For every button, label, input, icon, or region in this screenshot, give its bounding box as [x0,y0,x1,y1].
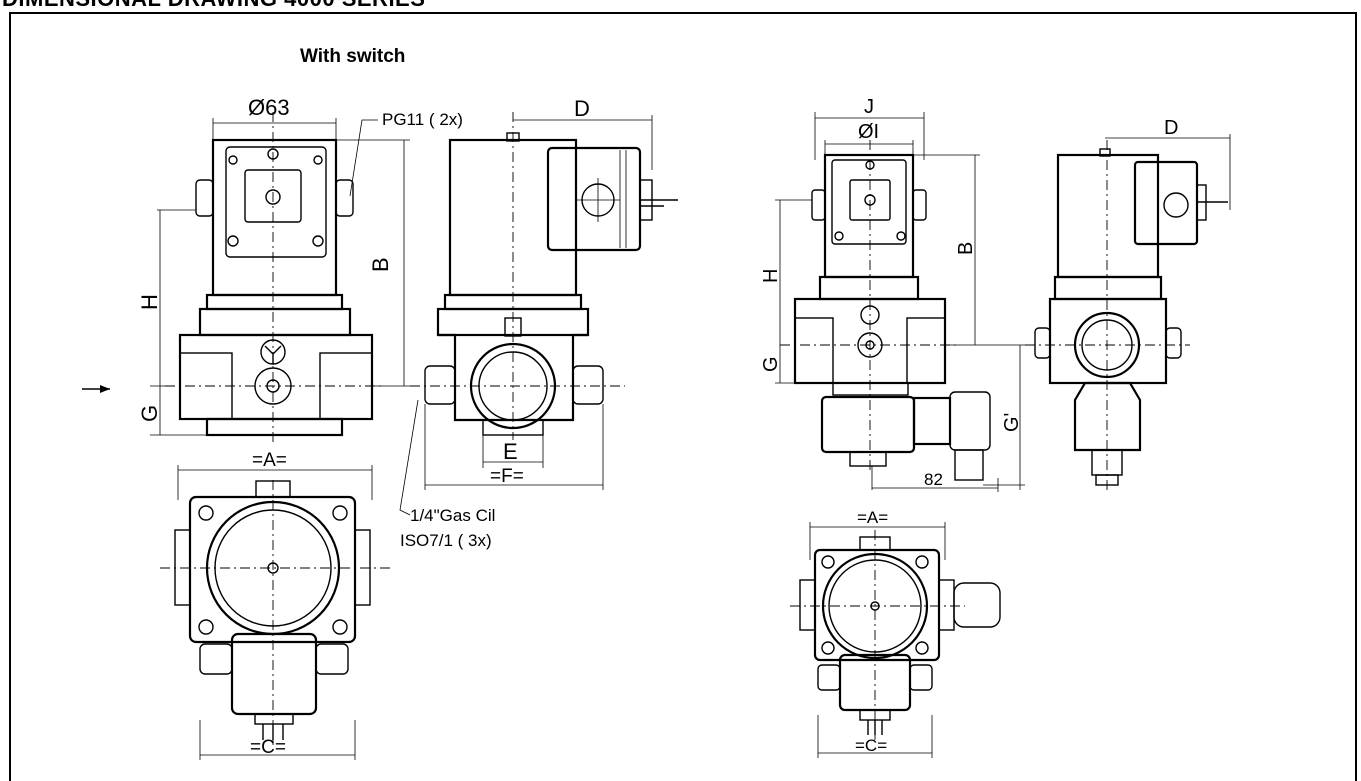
page-title: DIMENSIONAL DRAWING 4000 SERIES [2,0,425,12]
dim-82-label: 82 [924,470,943,489]
left-front-view [82,112,410,442]
h-dim-label-left: H [137,294,162,310]
g-dim-label-right: G [760,356,782,372]
left-top-view [160,465,390,760]
pg11-label: PG11 ( 2x) [382,110,463,129]
d-dim-label-left: D [574,96,590,121]
b-dim-label-right: B [955,242,977,255]
e-dim-label: E [503,439,518,464]
left-side-view [399,112,678,516]
drawing-frame [9,12,1357,781]
a-dim-label-right: =A= [857,508,888,527]
g-dim-label-left: G [137,405,162,422]
j-dim-label: J [864,96,874,118]
b-dim-label-left: B [368,257,393,272]
d-dim-label-right: D [1164,117,1178,139]
h-dim-label-right: H [760,269,782,283]
right-side-view [1025,134,1231,490]
dia-63-label: Ø63 [248,95,290,120]
port-label-line2: ISO7/1 ( 3x) [400,531,492,550]
right-top-view [790,522,1001,758]
f-dim-label: =F= [490,466,524,487]
right-front-view [775,112,1025,492]
c-dim-label-left: =C= [250,737,286,758]
a-dim-label-left: =A= [252,450,287,471]
port-label-line1: 1/4"Gas Cil [410,506,495,525]
c-dim-label-right: =C= [855,736,887,755]
i-dim-label: ØI [858,121,879,143]
g-prime-dim-label: G' [1001,413,1023,432]
subtitle: With switch [300,46,405,67]
